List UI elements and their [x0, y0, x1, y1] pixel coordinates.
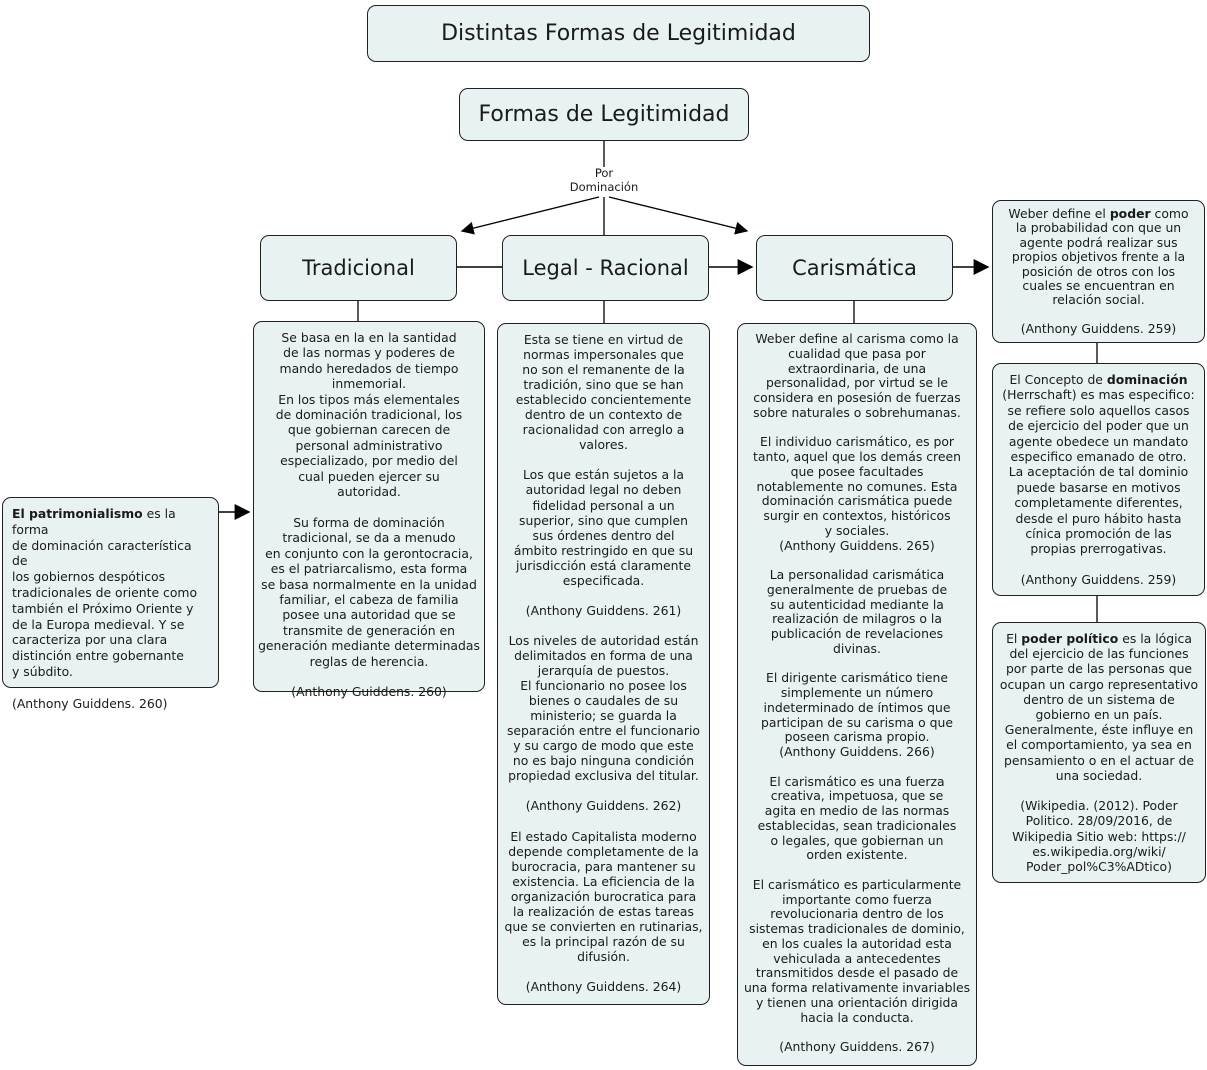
root-text: Formas de Legitimidad: [478, 102, 730, 127]
note-poder-prefix: Weber define el: [1008, 206, 1110, 221]
note-poder-politico-rest: es la lógica del ejercicio de las funcio…: [999, 631, 1199, 875]
note-poder-politico[interactable]: El poder político es la lógica del ejerc…: [992, 622, 1206, 883]
note-dominacion-bold: dominación: [1106, 372, 1188, 387]
note-poder-rest: como la probabilidad con que un agente p…: [1011, 206, 1189, 337]
note-dominacion-prefix: El Concepto de: [1009, 372, 1107, 387]
note-patrimonialismo-bold: El patrimonialismo: [12, 506, 143, 521]
note-dominacion-rest: (Herrschaft) es mas especifico: se refie…: [1002, 387, 1195, 588]
branch-legal-racional[interactable]: Legal - Racional: [502, 235, 709, 301]
title-text: Distintas Formas de Legitimidad: [441, 21, 796, 46]
connector-label-to-carismatica: [608, 196, 749, 235]
note-dominacion[interactable]: El Concepto de dominación (Herrschaft) e…: [992, 363, 1205, 596]
note-poder-politico-prefix: El: [1006, 631, 1022, 646]
link-label-por-dominacion[interactable]: Por Dominación: [544, 166, 664, 194]
branch-tradicional-text: Tradicional: [302, 256, 415, 280]
note-poder-bold: poder: [1109, 206, 1151, 221]
branch-tradicional[interactable]: Tradicional: [260, 235, 457, 301]
title-node[interactable]: Distintas Formas de Legitimidad: [367, 5, 870, 62]
branch-carismatica[interactable]: Carismática: [756, 235, 953, 301]
branch-carismatica-text: Carismática: [792, 256, 917, 280]
note-carismatica[interactable]: Weber define al carisma como la cualidad…: [737, 323, 977, 1066]
note-tradicional[interactable]: Se basa en la en la santidad de las norm…: [253, 321, 485, 699]
note-poder-politico-bold: poder político: [1021, 631, 1119, 646]
note-legal-racional[interactable]: Esta se tiene en virtud de normas impers…: [497, 323, 710, 1005]
connector-label-to-tradicional: [460, 196, 600, 235]
branch-legal-racional-text: Legal - Racional: [522, 256, 689, 280]
note-patrimonialismo[interactable]: El patrimonialismo es la forma de domina…: [2, 497, 219, 711]
note-patrimonialismo-rest: es la forma de dominación característica…: [12, 506, 198, 711]
note-poder[interactable]: Weber define el poder como la probabilid…: [992, 200, 1205, 343]
root-node[interactable]: Formas de Legitimidad: [459, 88, 749, 141]
